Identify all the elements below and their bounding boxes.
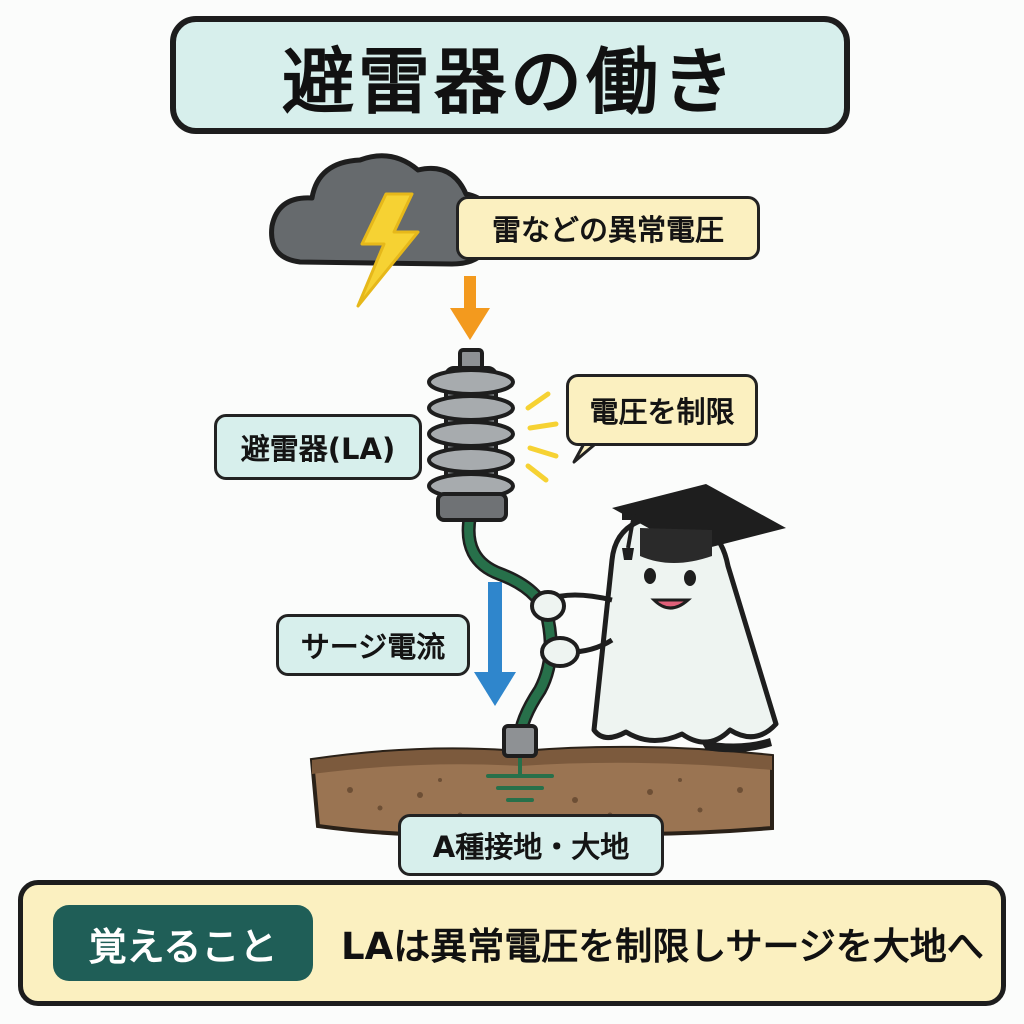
lightning-bolt-icon (356, 192, 420, 308)
arrester-label: 避雷器(LA) (214, 414, 422, 480)
arrester-text: 避雷器(LA) (240, 432, 396, 466)
abnormal-voltage-text: 雷などの異常電圧 (491, 213, 724, 247)
surge-current-label: サージ電流 (276, 614, 470, 676)
memo-badge: 覚えること (53, 905, 313, 981)
memo-text: LAは異常電圧を制限しサージを大地へ (341, 925, 984, 968)
ground-terminal (502, 724, 538, 758)
grounding-label: A種接地・大地 (398, 814, 664, 876)
abnormal-voltage-label: 雷などの異常電圧 (456, 196, 760, 260)
voltage-limit-text: 電圧を制限 (589, 395, 735, 429)
ground-symbol-icon (486, 756, 554, 802)
incoming-voltage-arrow (450, 276, 490, 340)
memo-badge-text: 覚えること (88, 924, 278, 969)
ghost-professor-mascot (530, 484, 786, 753)
memo-panel: 覚えること LAは異常電圧を制限しサージを大地へ (18, 880, 1006, 1006)
ground-wire (461, 509, 558, 747)
title-banner: 避雷器の働き (170, 16, 850, 134)
surge-current-text: サージ電流 (300, 630, 446, 664)
grounding-text: A種接地・大地 (432, 830, 630, 864)
voltage-limit-label: 電圧を制限 (566, 374, 758, 446)
surge-current-arrow (474, 582, 516, 706)
page-title: 避雷器の働き (281, 39, 738, 124)
lightning-arrester-icon (427, 348, 515, 522)
spark-lines (525, 391, 559, 483)
